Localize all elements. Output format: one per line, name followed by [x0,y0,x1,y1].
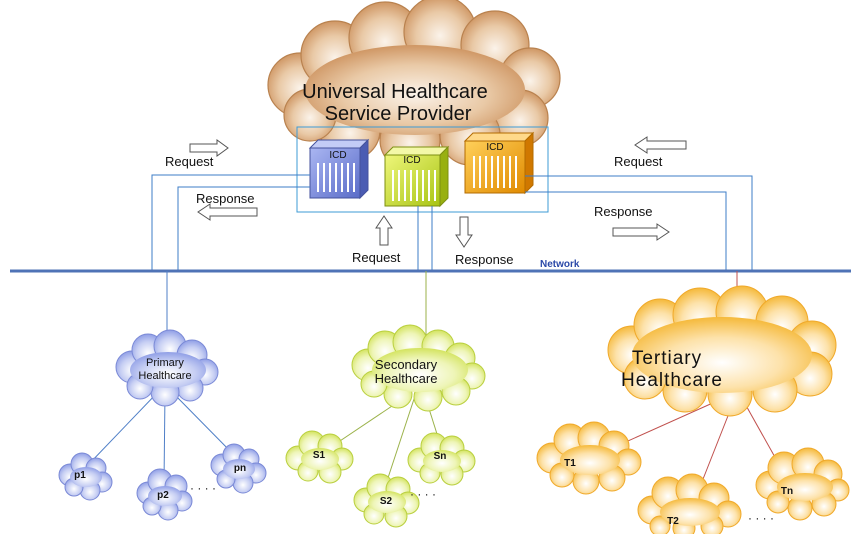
right-response-arrow [612,223,670,241]
center-request-arrow [375,215,393,246]
secondary-link-lines [417,206,433,270]
node-tn: Tn [755,447,850,521]
secondary-label-line2: Healthcare [375,371,438,386]
right-request-arrow [634,136,687,154]
node-label-sn: Sn [434,451,447,462]
node-label-s2: S2 [380,496,393,507]
tertiary-label-line2: Healthcare [621,370,723,391]
node-t2: T2 [637,473,742,534]
node-label-tn: Tn [781,486,793,497]
primary-label-line2: Healthcare [138,370,191,382]
tertiary-link-lines [525,175,753,270]
node-pn: pn [210,443,267,494]
secondary-label-line1: Secondary [375,357,438,372]
icd-server-green: ICD [383,145,450,208]
node-label-p2: p2 [157,490,169,501]
primary-cluster-links [87,391,237,484]
right-request-label: Request [614,154,663,169]
center-response-label: Response [455,252,514,267]
primary-healthcare-cloud: Primary Healthcare [115,329,219,407]
left-request-arrow [189,139,229,157]
node-label-t2: T2 [667,516,679,527]
node-s2: S2 [353,473,420,528]
provider-title-line1: Universal Healthcare [302,81,488,103]
node-p1: p1 [58,452,113,501]
left-response-label: Response [196,191,255,206]
tertiary-healthcare-cloud: Tertiary Healthcare [607,285,837,417]
node-label-t1: T1 [564,458,576,469]
primary-link-lines [151,174,310,270]
center-response-arrow [455,216,473,248]
server-label-green: ICD [403,155,420,166]
network-label: Network [540,259,580,270]
left-response-arrow [197,203,258,221]
secondary-healthcare-cloud: Secondary Healthcare [351,324,486,412]
node-p2: p2 [136,468,193,521]
provider-title-line2: Service Provider [325,103,472,125]
secondary-ellipsis: · · · · [410,487,436,501]
primary-ellipsis: · · · · [190,481,216,495]
server-label-blue: ICD [329,150,346,161]
primary-label-line1: Primary [146,357,184,369]
icd-server-blue: ICD [308,138,370,200]
tertiary-ellipsis: · · · · [748,511,774,525]
server-label-orange: ICD [486,142,503,153]
icd-server-orange: ICD [463,131,535,195]
left-request-label: Request [165,154,214,169]
node-label-p1: p1 [74,470,86,481]
server-group-box [296,126,549,213]
node-sn: Sn [407,432,476,486]
right-response-label: Response [594,204,653,219]
tertiary-label-line1: Tertiary [632,348,702,369]
node-s1: S1 [285,430,354,484]
node-t1: T1 [536,421,642,495]
node-label-pn: pn [234,463,246,474]
center-request-label: Request [352,250,401,265]
node-label-s1: S1 [313,450,326,461]
